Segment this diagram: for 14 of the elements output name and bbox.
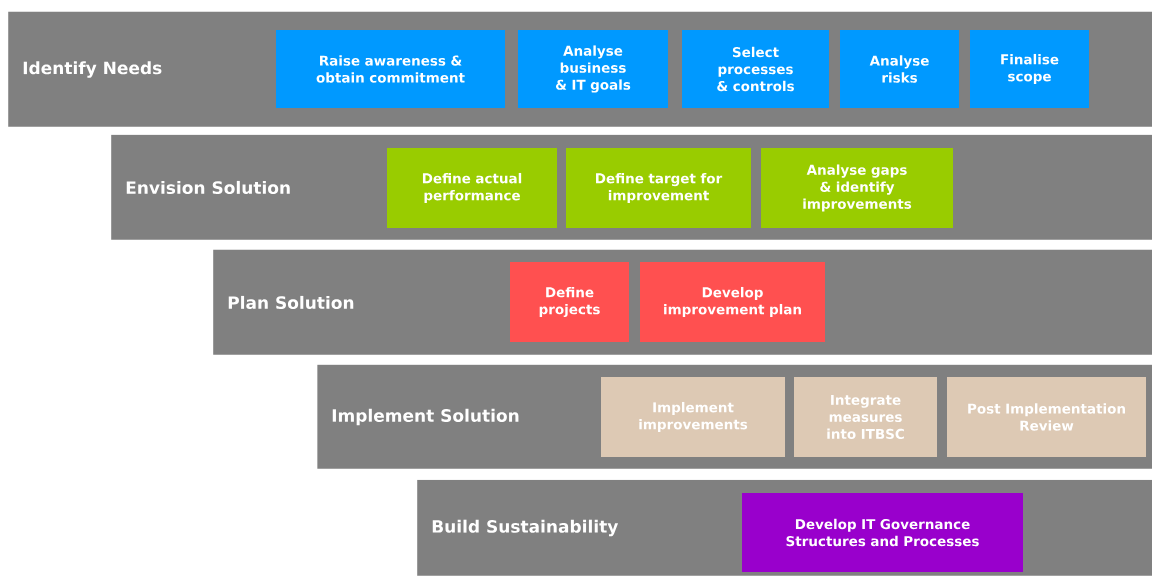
activity-box: Integrate measures into ITBSC — [794, 377, 937, 457]
activity-box: Define actual performance — [387, 148, 557, 228]
activity-box: Finalise scope — [970, 30, 1089, 108]
activity-box: Develop IT Governance Structures and Processes — [742, 493, 1023, 572]
activity-box: Analyse risks — [840, 30, 959, 108]
activity-box: Develop improvement plan — [640, 262, 825, 342]
activity-box: Select processes & controls — [682, 30, 829, 108]
activity-box: Define projects — [510, 262, 629, 342]
activity-box: Define target for improvement — [566, 148, 751, 228]
activity-box: Analyse gaps & identify improvements — [761, 148, 953, 228]
activity-box: Post Implementation Review — [947, 377, 1146, 457]
activity-box: Implement improvements — [601, 377, 785, 457]
activity-box: Raise awareness & obtain commitment — [276, 30, 505, 108]
activity-box: Analyse business & IT goals — [518, 30, 668, 108]
